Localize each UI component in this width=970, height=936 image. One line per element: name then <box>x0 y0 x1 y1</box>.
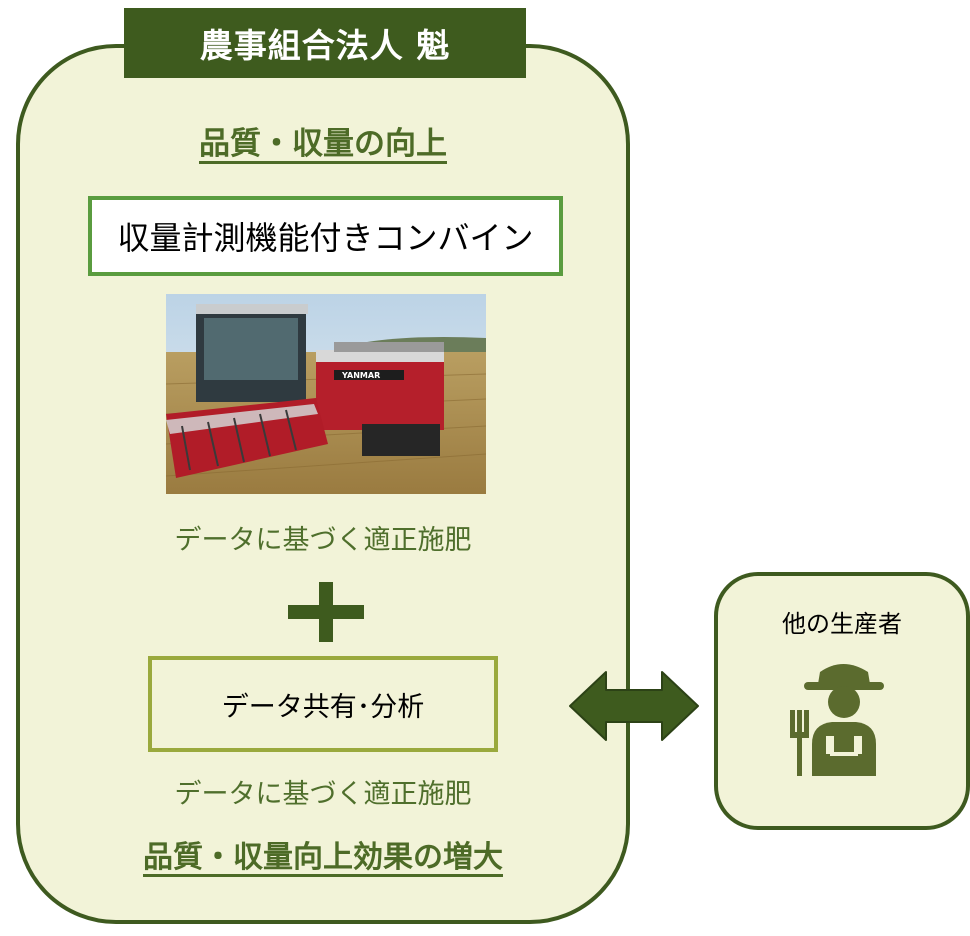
data-sharing-box: データ共有･分析 <box>148 656 498 752</box>
plus-icon <box>288 582 364 642</box>
combine-harvester-photo: YANMAR <box>166 294 486 494</box>
data-sharing-label: データ共有･分析 <box>221 691 425 723</box>
heading-quality-improvement: 品質・収量の向上 <box>199 126 447 162</box>
organization-title: 農事組合法人 魁 <box>124 8 526 78</box>
combine-label-box: 収量計測機能付きコンバイン <box>88 196 563 276</box>
farmer-icon <box>790 664 884 776</box>
double-arrow-icon <box>569 671 699 741</box>
caption-fertilization-1: データに基づく適正施肥 <box>174 525 472 556</box>
heading-effect-increase: 品質・収量向上効果の増大 <box>143 840 503 875</box>
combine-label: 収量計測機能付きコンバイン <box>117 219 534 257</box>
other-producers-label: 他の生産者 <box>782 610 902 638</box>
combine-brand-text: YANMAR <box>341 371 380 380</box>
caption-fertilization-2: データに基づく適正施肥 <box>174 779 472 810</box>
